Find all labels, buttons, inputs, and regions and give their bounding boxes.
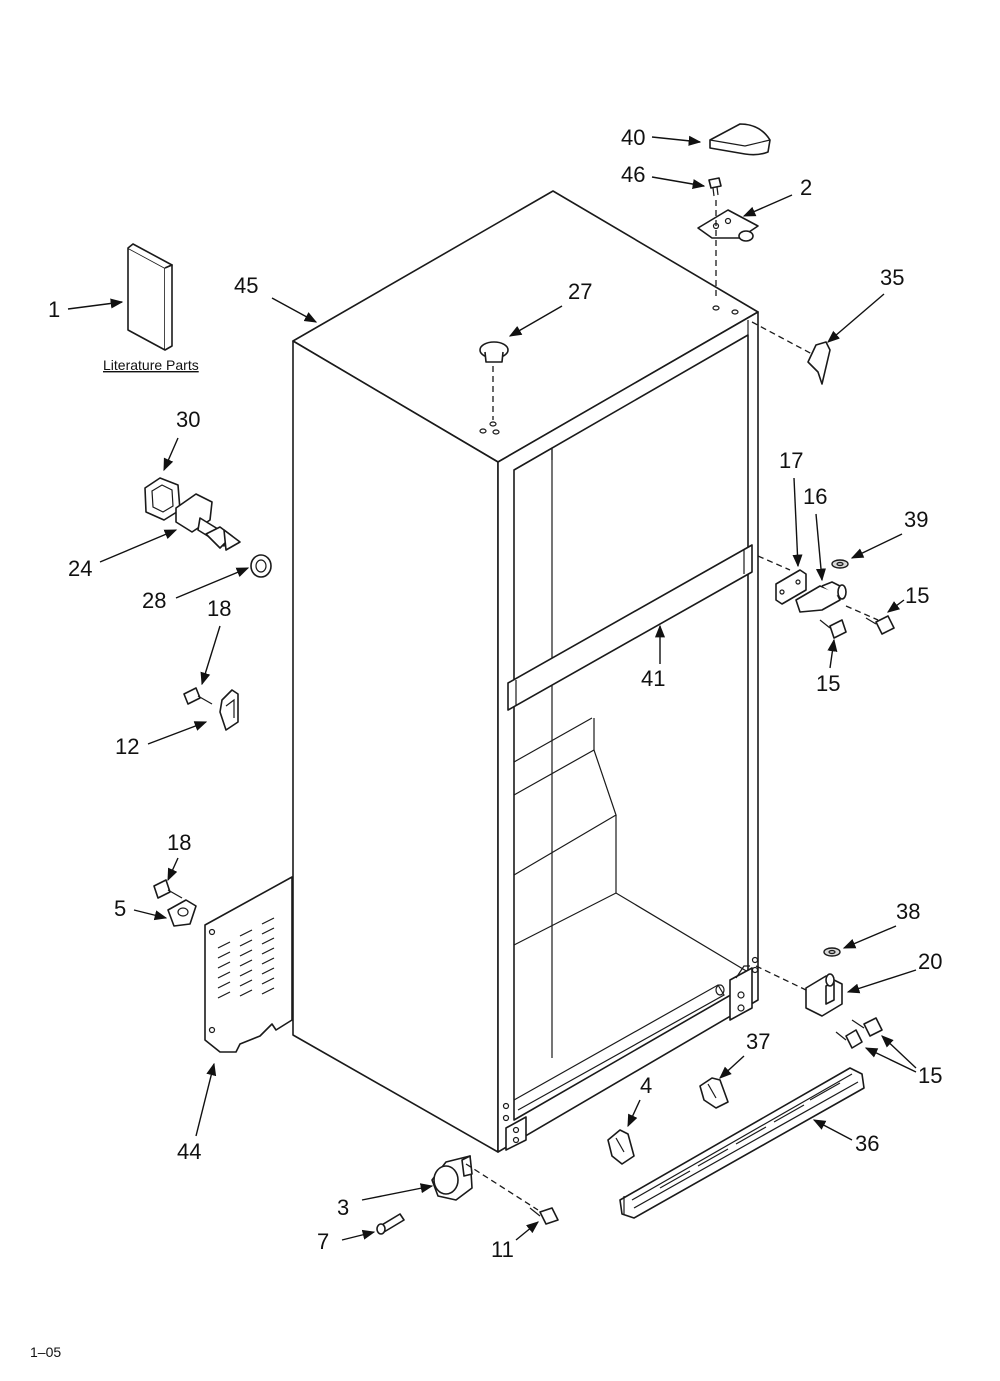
callout-18-upper: 18 bbox=[207, 596, 231, 621]
leveling-bushing-24 bbox=[175, 493, 241, 551]
callout-24: 24 bbox=[68, 556, 92, 581]
callout-17: 17 bbox=[779, 448, 803, 473]
callout-11: 11 bbox=[491, 1237, 514, 1262]
callout-5: 5 bbox=[114, 896, 126, 921]
refrigerator-cabinet bbox=[292, 190, 759, 1153]
screw-15-b bbox=[819, 619, 847, 639]
callout-41: 41 bbox=[641, 666, 665, 691]
top-plug bbox=[479, 341, 509, 420]
callout-37: 37 bbox=[746, 1029, 770, 1054]
top-clip bbox=[751, 321, 831, 385]
grille-clip-37 bbox=[699, 1077, 729, 1109]
hinge-cover bbox=[709, 123, 771, 156]
screw-15-c bbox=[851, 1017, 883, 1037]
callouts: 1 Literature Parts 45 27 40 46 2 35 30 2… bbox=[48, 125, 942, 1262]
callout-18-lower: 18 bbox=[167, 830, 191, 855]
roller-3 bbox=[431, 1155, 473, 1201]
callout-4: 4 bbox=[640, 1073, 652, 1098]
hinge-bracket-17 bbox=[775, 569, 807, 605]
bracket-12 bbox=[219, 689, 239, 731]
nut-28 bbox=[250, 554, 272, 578]
screw-15-a bbox=[865, 615, 895, 635]
callout-45: 45 bbox=[234, 273, 258, 298]
callout-16: 16 bbox=[803, 484, 827, 509]
callout-35: 35 bbox=[880, 265, 904, 290]
pin-7 bbox=[376, 1213, 405, 1235]
screw-15-d bbox=[835, 1029, 863, 1049]
callout-39: 39 bbox=[904, 507, 928, 532]
callout-15-right: 15 bbox=[905, 583, 929, 608]
center-hinge-16 bbox=[795, 581, 847, 613]
screw-18-lower bbox=[153, 879, 183, 899]
callout-7: 7 bbox=[317, 1229, 329, 1254]
gasket-30 bbox=[144, 477, 181, 521]
screw-11 bbox=[529, 1207, 559, 1225]
screw-18-upper bbox=[183, 687, 213, 705]
callout-15-bottom: 15 bbox=[918, 1063, 942, 1088]
literature-booklet bbox=[127, 243, 173, 351]
callout-2: 2 bbox=[800, 175, 812, 200]
callout-28: 28 bbox=[142, 588, 166, 613]
clamp-5 bbox=[167, 899, 197, 927]
grille-clip-4 bbox=[607, 1129, 635, 1165]
callout-30: 30 bbox=[176, 407, 200, 432]
callout-46: 46 bbox=[621, 162, 645, 187]
rear-access-panel bbox=[204, 876, 293, 1053]
callout-1: 1 bbox=[48, 297, 60, 322]
callout-20: 20 bbox=[918, 949, 942, 974]
bottom-hinge-20 bbox=[805, 973, 843, 1017]
callout-36: 36 bbox=[855, 1131, 879, 1156]
page-code: 1–05 bbox=[30, 1344, 61, 1360]
washer-38 bbox=[823, 947, 841, 957]
callout-44: 44 bbox=[177, 1139, 201, 1164]
callout-3: 3 bbox=[337, 1195, 349, 1220]
divider-rail bbox=[507, 544, 753, 711]
toe-grille bbox=[619, 1067, 865, 1219]
washer-39 bbox=[831, 559, 849, 569]
hinge-screw bbox=[708, 177, 722, 197]
callout-12: 12 bbox=[115, 734, 139, 759]
literature-parts-caption: Literature Parts bbox=[103, 357, 199, 373]
callout-27: 27 bbox=[568, 279, 592, 304]
callout-15-below: 15 bbox=[816, 671, 840, 696]
callout-40: 40 bbox=[621, 125, 645, 150]
callout-38: 38 bbox=[896, 899, 920, 924]
top-hinge bbox=[697, 200, 759, 300]
